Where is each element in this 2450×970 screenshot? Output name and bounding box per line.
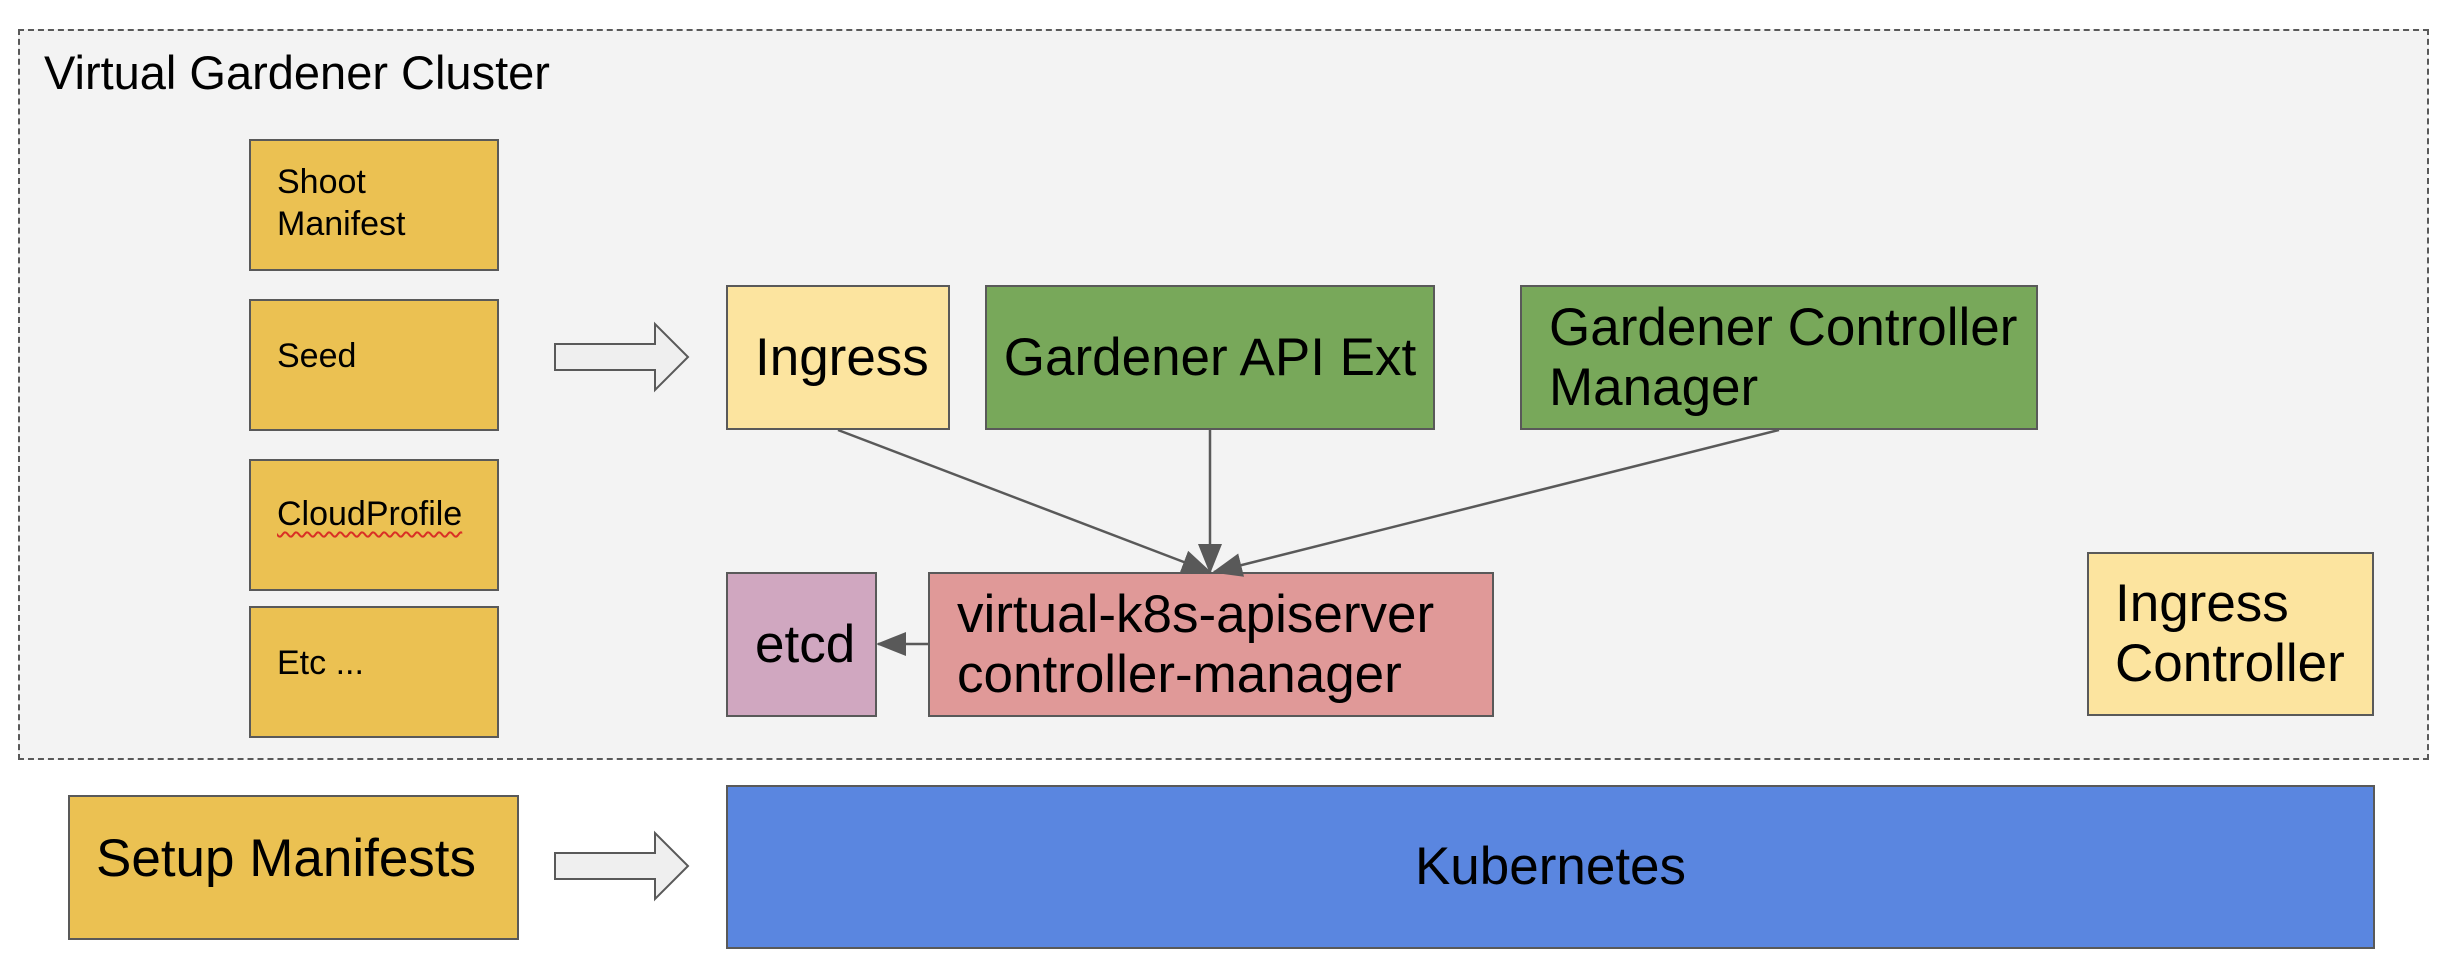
kubernetes-label: Kubernetes: [1414, 837, 1687, 896]
gardener-api-ext-label: Gardener API Ext: [1003, 327, 1417, 387]
kubernetes-box: Kubernetes: [726, 785, 2375, 949]
note-etc: Etc ...: [249, 606, 499, 738]
ingress-box: Ingress: [726, 285, 950, 430]
ingress-label: Ingress: [755, 327, 929, 387]
virtual-apiserver-box: virtual-k8s-apiserver controller-manager: [928, 572, 1494, 717]
note-label: CloudProfile: [277, 495, 463, 533]
note-label: Shoot Manifest: [277, 163, 406, 243]
note-cloudprofile: CloudProfile: [249, 459, 499, 591]
ingress-controller-box: Ingress Controller: [2087, 552, 2374, 716]
note-label: Etc ...: [277, 644, 364, 682]
etcd-box: etcd: [726, 572, 877, 717]
setup-manifests-label: Setup Manifests: [96, 829, 477, 888]
note-setup-manifests: Setup Manifests: [68, 795, 519, 940]
gardener-controller-manager-box: Gardener Controller Manager: [1520, 285, 2038, 430]
ingress-controller-label: Ingress Controller: [2115, 574, 2345, 693]
note-shoot-manifest: Shoot Manifest: [249, 139, 499, 271]
virtual-apiserver-label: virtual-k8s-apiserver controller-manager: [957, 584, 1435, 704]
cluster-title: Virtual Gardener Cluster: [44, 46, 550, 99]
note-label: Seed: [277, 337, 357, 375]
etcd-label: etcd: [755, 614, 856, 674]
note-seed: Seed: [249, 299, 499, 431]
gardener-api-ext-box: Gardener API Ext: [985, 285, 1435, 430]
gardener-controller-manager-label: Gardener Controller Manager: [1549, 297, 2018, 417]
block-arrow-setup: [554, 830, 690, 902]
